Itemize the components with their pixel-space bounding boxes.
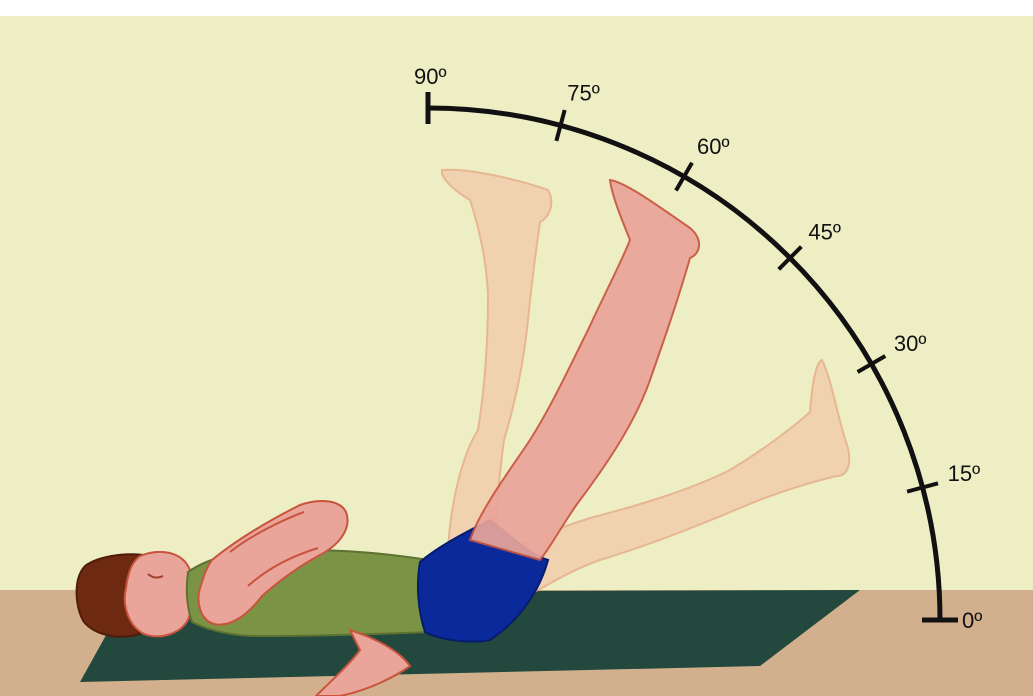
- tick-label-0: 0º: [962, 608, 982, 633]
- tick-label-15: 15º: [948, 461, 981, 486]
- tick-label-45: 45º: [808, 220, 841, 245]
- tick-label-30: 30º: [894, 331, 927, 356]
- top-band: [0, 0, 1033, 16]
- tick-label-60: 60º: [697, 134, 730, 159]
- head: [125, 552, 193, 636]
- tick-label-75: 75º: [567, 80, 600, 105]
- tick-label-90: 90º: [414, 64, 447, 89]
